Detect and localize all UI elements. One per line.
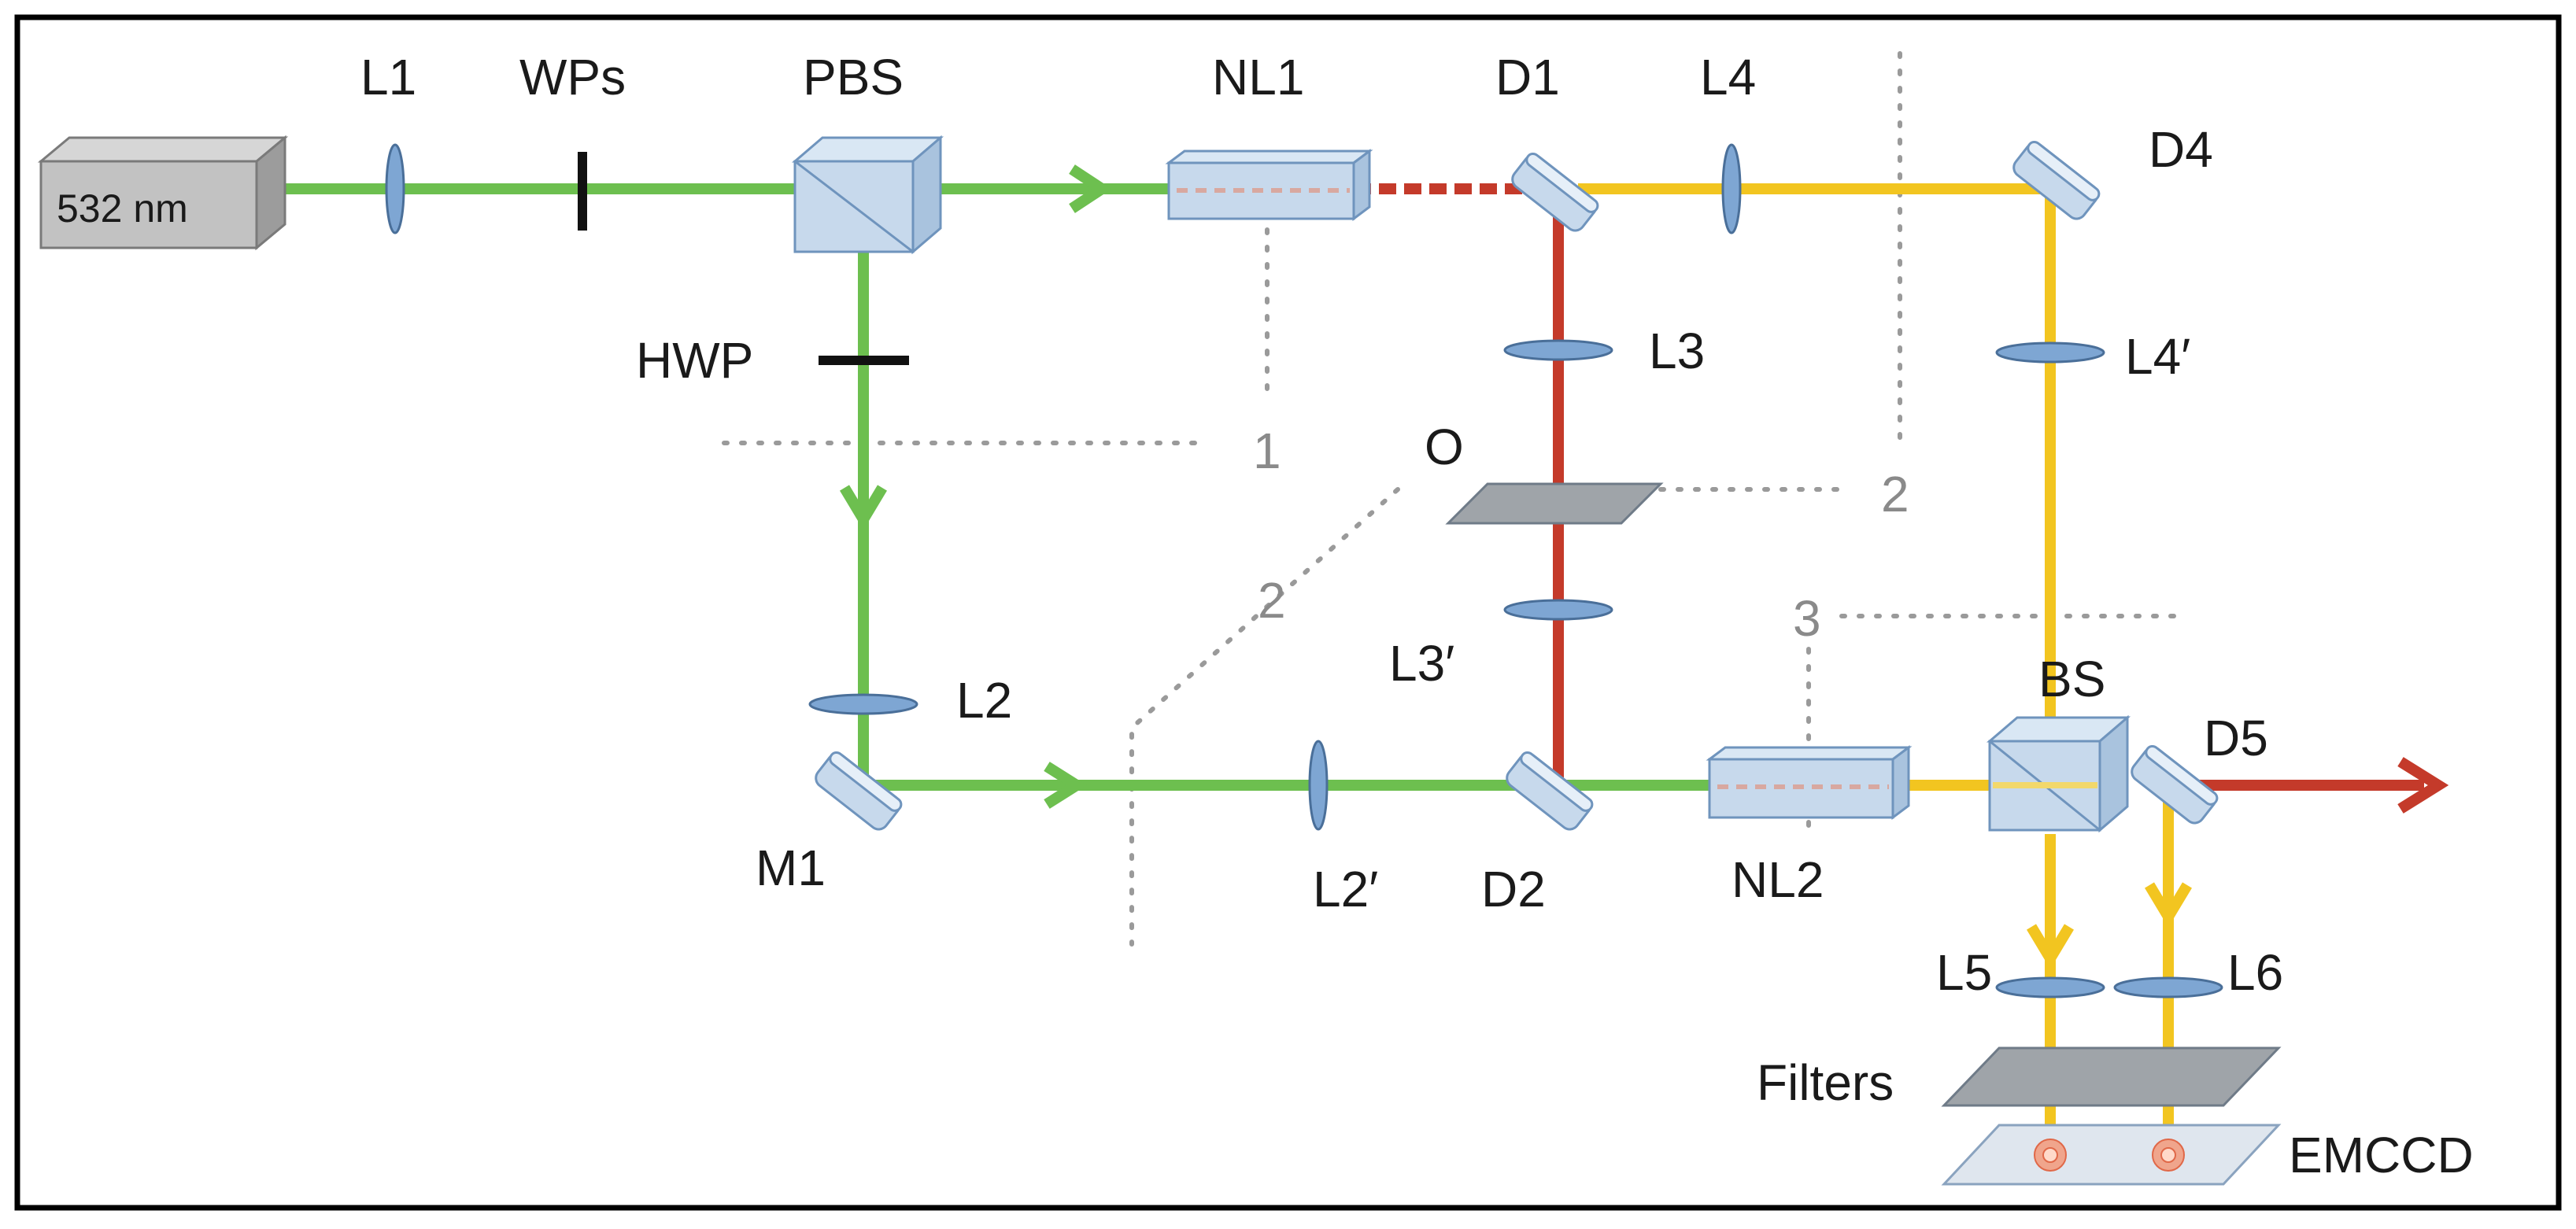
figure-frame <box>14 14 2562 1211</box>
arrow-green-down <box>839 485 888 530</box>
nl1-side <box>1352 149 1371 221</box>
label-d4: D4 <box>2149 121 2213 178</box>
mirrors <box>815 140 2219 831</box>
lens-l6 <box>2113 976 2223 998</box>
beam-arrowheads <box>839 164 2449 969</box>
plane-numbers: 1 2 2 3 <box>1253 423 1909 647</box>
label-l5: L5 <box>1936 944 1992 1001</box>
label-nl2: NL2 <box>1732 851 1824 908</box>
label-hwp: HWP <box>636 332 753 389</box>
plane-number-2-left: 2 <box>1258 572 1286 629</box>
mirror-d1 <box>1511 152 1599 232</box>
arrow-yellow-l5 <box>2026 924 2075 969</box>
laser-top-face <box>37 136 289 163</box>
emccd-plate <box>1941 1124 2282 1186</box>
lens-l2 <box>808 693 918 715</box>
nl2-side <box>1891 745 1910 820</box>
mirror-d2 <box>1506 751 1594 831</box>
lens-l5 <box>1995 976 2105 998</box>
mirror-d5 <box>2131 744 2219 825</box>
label-d1: D1 <box>1495 49 1560 105</box>
label-o: O <box>1425 419 1464 475</box>
laser-source: 532 nm <box>37 135 289 251</box>
plane-number-2-right: 2 <box>1881 466 1909 522</box>
label-l4: L4 <box>1700 49 1756 105</box>
label-l1: L1 <box>360 49 416 105</box>
mirror-d4 <box>2012 140 2101 220</box>
lens-l2p <box>1308 740 1329 831</box>
label-pbs: PBS <box>803 49 904 105</box>
bs-cube <box>1986 714 2131 833</box>
plane-number-3: 3 <box>1793 590 1821 647</box>
arrow-green-lower <box>1044 762 1088 809</box>
lenses-vertical <box>385 143 1742 831</box>
object-o-plate <box>1445 482 1664 525</box>
label-nl1: NL1 <box>1212 49 1304 105</box>
emccd-detector <box>1941 1124 2282 1186</box>
label-l3: L3 <box>1649 323 1705 379</box>
nl2-top <box>1706 746 1913 761</box>
nl1-crystal <box>1165 149 1373 221</box>
plane-2-diagonal <box>1129 487 1400 947</box>
label-l2: L2 <box>956 672 1012 729</box>
wave-plates <box>578 152 909 365</box>
filters-plate <box>1941 1046 2282 1107</box>
label-filters: Filters <box>1757 1054 1894 1111</box>
laser-wavelength-label: 532 nm <box>57 186 188 231</box>
emccd-spot-left <box>2034 1139 2067 1172</box>
label-l2p: L2′ <box>1313 861 1378 917</box>
label-m1: M1 <box>756 840 826 896</box>
arrow-yellow-l6 <box>2144 882 2193 928</box>
laser-front-face <box>39 160 258 249</box>
label-emccd: EMCCD <box>2289 1127 2474 1183</box>
nl2-crystal <box>1706 745 1913 820</box>
pbs-diagonal <box>794 160 914 253</box>
label-l6: L6 <box>2227 944 2283 1001</box>
pbs-cube <box>791 135 944 255</box>
plane-number-1: 1 <box>1253 423 1281 479</box>
arrow-red-output <box>2397 757 2449 814</box>
label-d2: D2 <box>1481 861 1546 917</box>
label-l4p: L4′ <box>2125 328 2190 385</box>
lens-l3p <box>1503 599 1613 621</box>
label-l3p: L3′ <box>1389 635 1454 692</box>
lens-l4 <box>1721 143 1742 234</box>
arrow-green-top <box>1069 164 1112 213</box>
lens-l1 <box>385 143 405 234</box>
lenses-horizontal <box>808 339 2223 998</box>
nl1-top <box>1165 149 1373 164</box>
label-bs: BS <box>2038 651 2105 707</box>
component-labels: L1 WPs PBS NL1 D1 L4 D4 HWP L3 L4′ O L3′… <box>360 49 2474 1183</box>
label-wps: WPs <box>519 49 626 105</box>
label-d5: D5 <box>2204 710 2268 766</box>
lens-l4p <box>1995 341 2105 364</box>
lens-l3 <box>1503 339 1613 361</box>
emccd-spot-right <box>2152 1139 2185 1172</box>
mirror-m1 <box>815 751 903 831</box>
